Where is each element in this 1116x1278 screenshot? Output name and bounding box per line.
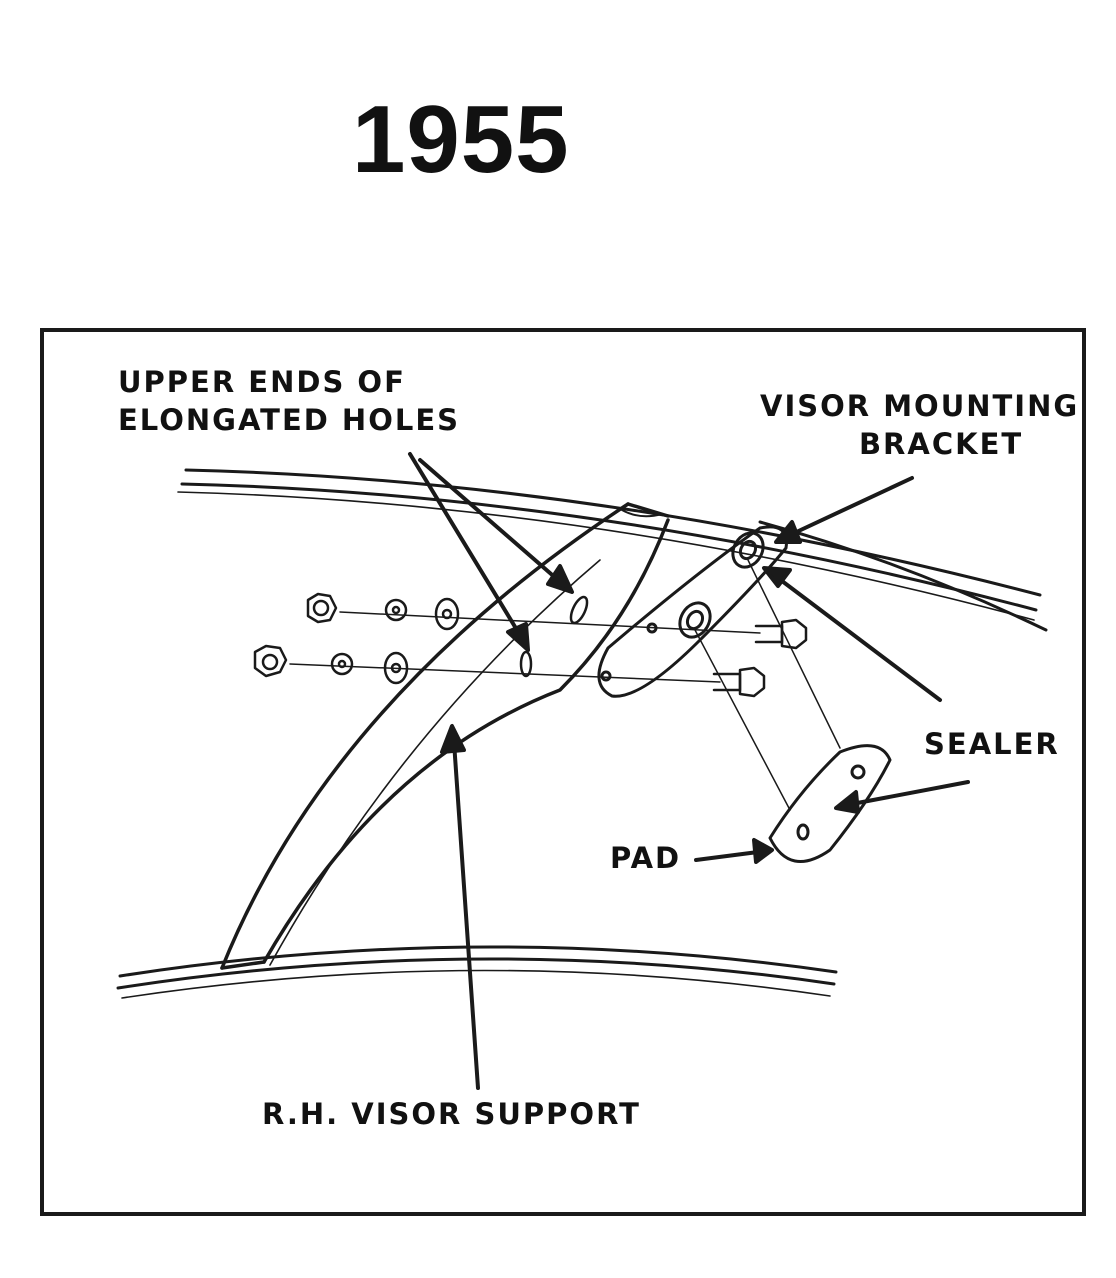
leader-arrows bbox=[408, 452, 970, 1090]
label-pad: PAD bbox=[610, 841, 682, 875]
fasteners-top-row bbox=[306, 592, 808, 650]
fasteners-bottom-row bbox=[253, 644, 766, 698]
pad-piece bbox=[768, 744, 892, 864]
label-visor-mounting-bracket: VISOR MOUNTING BRACKET bbox=[760, 388, 1079, 463]
assembly-lines bbox=[289, 559, 841, 811]
rh-visor-support bbox=[220, 502, 670, 970]
diagram-frame bbox=[40, 328, 1086, 1216]
label-upper-ends-line2: ELONGATED HOLES bbox=[118, 402, 461, 437]
lower-windshield-rail bbox=[116, 945, 838, 999]
year-title: 1955 bbox=[352, 86, 570, 193]
label-upper-ends-line1: UPPER ENDS OF bbox=[118, 365, 406, 399]
label-rh-visor-support: R.H. VISOR SUPPORT bbox=[262, 1097, 641, 1131]
label-visor-bracket-line1: VISOR MOUNTING bbox=[760, 389, 1080, 423]
label-upper-ends: UPPER ENDS OF ELONGATED HOLES bbox=[118, 364, 460, 439]
label-visor-bracket-line2: BRACKET bbox=[858, 426, 1024, 461]
visor-mounting-bracket bbox=[597, 525, 788, 698]
label-sealer: SEALER bbox=[924, 727, 1060, 761]
